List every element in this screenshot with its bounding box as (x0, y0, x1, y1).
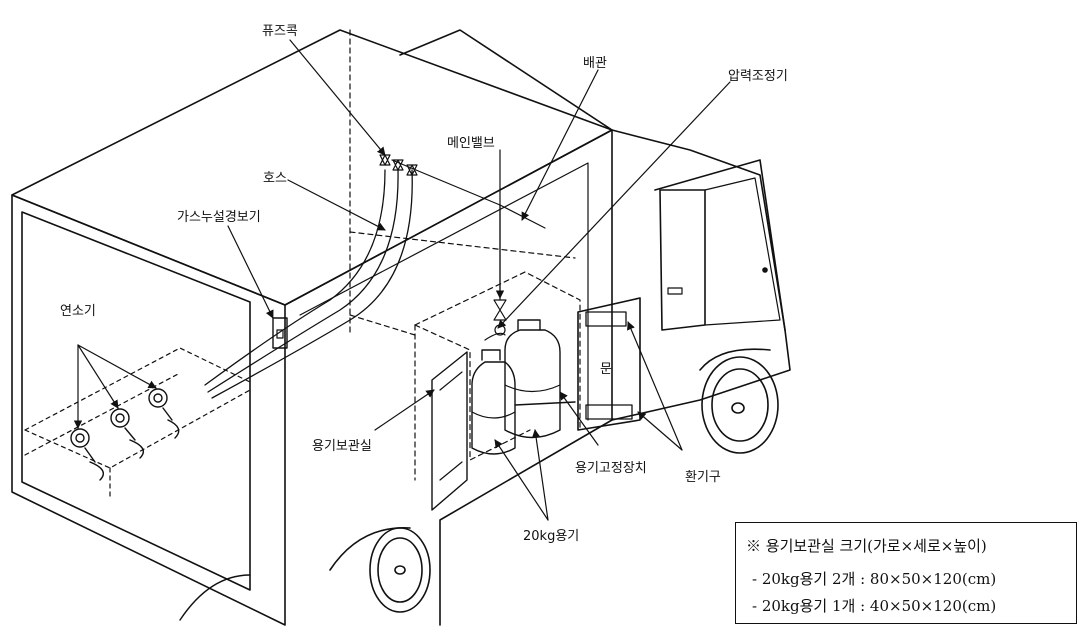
storage-door (431, 351, 468, 511)
piping-line (391, 159, 546, 229)
label-vent: 환기구 (685, 470, 721, 485)
label-regulator: 압력조정기 (728, 69, 788, 84)
gas-cylinders (471, 319, 561, 455)
label-main-valve: 메인밸브 (447, 136, 495, 151)
label-gas-leak-alarm: 가스누설경보기 (177, 210, 261, 225)
truck-cab (399, 29, 791, 421)
hoses (204, 169, 413, 399)
label-storage-room: 용기보관실 (312, 439, 372, 454)
label-cylinder-fixture: 용기고정장치 (575, 461, 647, 476)
wheels (179, 348, 779, 621)
burners (70, 388, 180, 481)
main-valve (493, 299, 507, 336)
label-door: 문 (600, 362, 612, 377)
label-cylinder-20kg: 20kg용기 (523, 529, 580, 544)
burner-counter (24, 347, 251, 501)
note-title: ※ 용기보관실 크기(가로×세로×높이) (746, 537, 987, 555)
cylinder-fixture-bar (514, 401, 576, 406)
gas-leak-alarm-device (272, 317, 288, 349)
label-burners: 연소기 (60, 304, 96, 319)
label-piping: 배관 (583, 56, 607, 71)
note-line-2-cylinders: - 20kg용기 2개 : 80×50×120(cm) (752, 570, 997, 588)
note-line-1-cylinder: - 20kg용기 1개 : 40×50×120(cm) (752, 597, 997, 615)
storage-size-note: ※ 용기보관실 크기(가로×세로×높이) - 20kg용기 2개 : 80×50… (735, 522, 1077, 624)
label-fuse-cock: 퓨즈콕 (262, 24, 298, 39)
label-hose: 호스 (263, 171, 287, 186)
leader-lines (73, 39, 731, 521)
storage-room (414, 271, 581, 481)
